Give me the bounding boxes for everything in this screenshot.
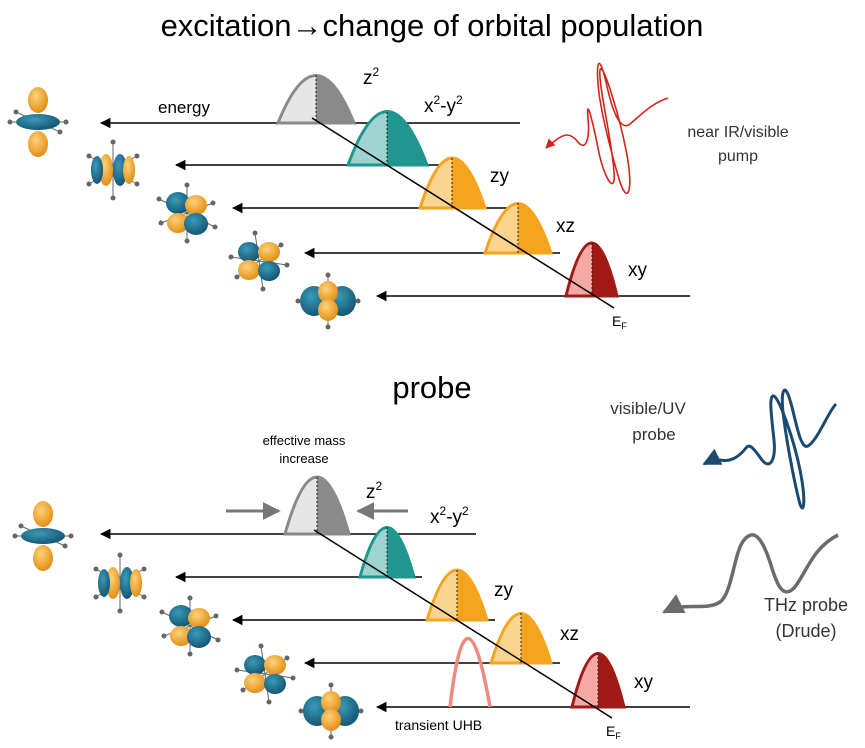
fermi-level-line — [311, 117, 615, 309]
effective-mass-line2: increase — [279, 451, 328, 466]
x2y2-band-probe — [358, 526, 416, 579]
orbital-icon-z2 — [7, 87, 69, 157]
transient-uhb-label: transient UHB — [395, 717, 482, 733]
xy-band — [564, 241, 619, 298]
vis-probe-label-line2: probe — [632, 425, 675, 444]
energy-label: energy — [158, 98, 210, 117]
vis-probe-label-line1: visible/UV — [610, 399, 686, 418]
zy-band-probe — [424, 568, 490, 622]
fermi-label: EF — [612, 313, 627, 331]
fermi-label-probe: EF — [606, 723, 621, 741]
pump-label-line1: near IR/visible — [687, 124, 788, 141]
vis-probe-wave — [702, 388, 838, 510]
zy-label: zy — [490, 166, 510, 187]
z2-band — [275, 74, 357, 125]
bottom-energy-diagram: EF effective mass increase z2 x2-y2 zy x… — [12, 433, 690, 741]
orbital-icon-xy-probe — [298, 682, 364, 740]
z2-label: z2 — [363, 65, 380, 89]
probe-title: probe — [392, 370, 471, 405]
transient-uhb-band — [448, 637, 492, 708]
z2-band-probe — [283, 475, 351, 536]
xz-band-probe — [488, 612, 554, 665]
thz-probe-label-line2: (Drude) — [775, 621, 836, 641]
x2y2-band — [345, 110, 430, 167]
x2y2-label-probe: x2-y2 — [430, 504, 469, 528]
orbital-icon-xy — [295, 272, 361, 330]
xz-label-probe: xz — [560, 624, 579, 645]
top-energy-diagram: EF energy z2 x2-y2 zy xz xy — [7, 65, 690, 331]
pump-wave — [545, 62, 669, 195]
page-title: excitation→change of orbital population — [161, 8, 704, 43]
orbital-icon-zy — [156, 182, 218, 244]
xy-band-probe — [570, 652, 626, 709]
thz-probe-label-line1: THz probe — [764, 595, 848, 615]
xy-label-probe: xy — [634, 672, 654, 693]
orbital-icon-z2-probe — [12, 501, 74, 571]
zy-label-probe: zy — [494, 580, 514, 601]
x2y2-label: x2-y2 — [424, 93, 463, 117]
pump-label-line2: pump — [718, 148, 758, 165]
xy-label: xy — [628, 260, 648, 281]
fermi-level-line-probe — [313, 529, 613, 719]
orbital-icon-xz-probe — [234, 643, 296, 705]
effective-mass-line1: effective mass — [263, 433, 346, 448]
thz-probe-wave — [662, 533, 839, 614]
orbital-icon-zy-probe — [159, 595, 221, 657]
xz-band — [482, 202, 554, 255]
xz-label: xz — [556, 216, 575, 237]
orbital-icon-x2y2-probe — [93, 552, 147, 614]
z2-label-probe: z2 — [366, 479, 383, 503]
zy-band — [417, 156, 488, 210]
orbital-icon-xz — [228, 230, 290, 292]
orbital-icon-x2y2 — [86, 139, 140, 201]
